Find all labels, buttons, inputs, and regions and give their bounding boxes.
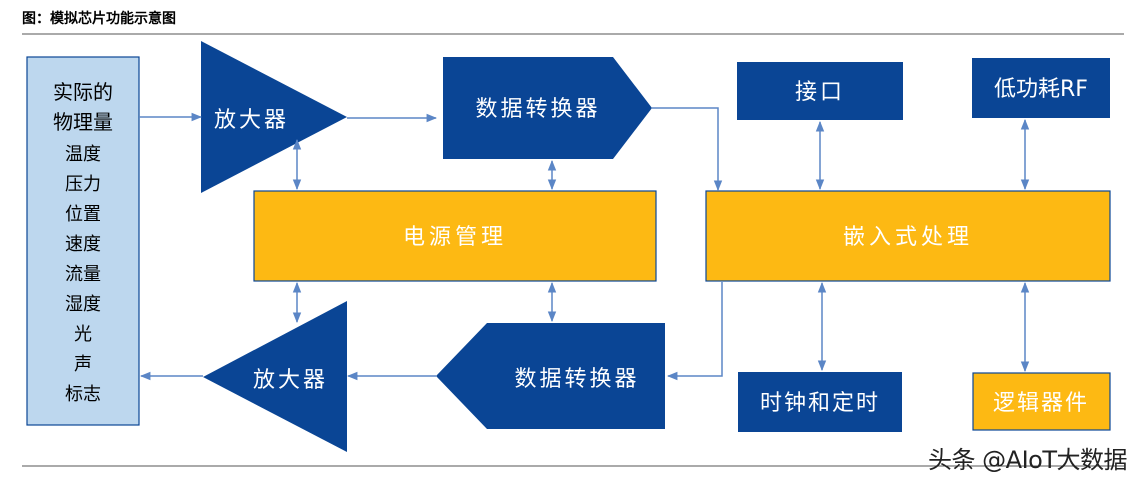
physical-item: 压力 bbox=[65, 174, 101, 195]
embedded-processing-label: 嵌入式处理 bbox=[843, 225, 973, 250]
physical-item: 位置 bbox=[65, 204, 101, 225]
physical-item: 湿度 bbox=[65, 294, 101, 315]
adc-label: 数据转换器 bbox=[475, 97, 600, 122]
low-power-rf-label: 低功耗RF bbox=[994, 77, 1088, 102]
amplifier-bottom: 放大器 bbox=[203, 301, 347, 452]
physical-item: 速度 bbox=[65, 234, 101, 255]
logic-devices-block: 逻辑器件 bbox=[972, 372, 1111, 431]
interface-label: 接口 bbox=[795, 80, 845, 105]
amplifier-bottom-label: 放大器 bbox=[253, 368, 328, 393]
physical-title-line2: 物理量 bbox=[53, 110, 113, 134]
amplifier-top: 放大器 bbox=[201, 41, 347, 193]
physical-item: 温度 bbox=[65, 144, 101, 165]
amplifier-top-label: 放大器 bbox=[214, 108, 289, 133]
logic-devices-label: 逻辑器件 bbox=[993, 391, 1089, 416]
physical-item: 标志 bbox=[65, 384, 101, 405]
connectors bbox=[139, 107, 1030, 381]
figure-title: 图：模拟芯片功能示意图 bbox=[22, 11, 176, 27]
interface-block: 接口 bbox=[737, 62, 903, 120]
arrow-embedded-to-dac bbox=[666, 282, 723, 381]
power-management-label: 电源管理 bbox=[403, 225, 507, 250]
physical-item: 光 bbox=[74, 324, 92, 345]
adc-block: 数据转换器 bbox=[443, 57, 652, 159]
physical-title-line1: 实际的 bbox=[53, 80, 113, 104]
physical-item: 声 bbox=[74, 354, 92, 375]
dac-label: 数据转换器 bbox=[514, 367, 639, 392]
watermark-text: 头条 @AIoT大数据 bbox=[928, 446, 1127, 474]
power-management-block: 电源管理 bbox=[253, 190, 657, 282]
low-power-rf-block: 低功耗RF bbox=[972, 58, 1110, 118]
dac-block: 数据转换器 bbox=[436, 323, 665, 429]
clock-timer-block: 时钟和定时 bbox=[738, 372, 902, 432]
arrow-adc-to-embedded bbox=[652, 107, 723, 192]
physical-quantities-box: 实际的 物理量 温度 压力 位置 速度 流量 湿度 光 声 标志 bbox=[26, 56, 140, 426]
physical-item: 流量 bbox=[65, 264, 101, 285]
embedded-processing-block: 嵌入式处理 bbox=[705, 190, 1111, 282]
clock-timer-label: 时钟和定时 bbox=[760, 391, 880, 416]
